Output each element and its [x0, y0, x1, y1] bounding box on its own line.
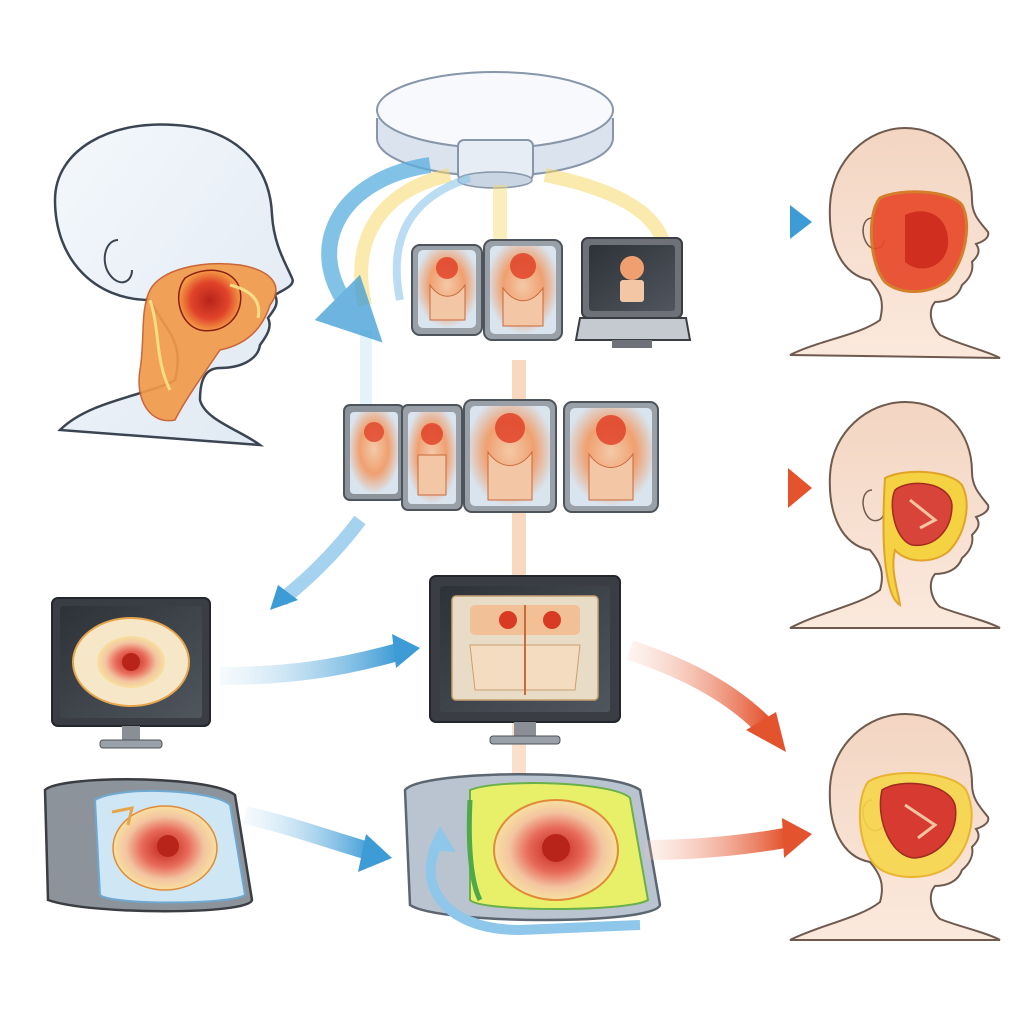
laptop-icon — [574, 237, 692, 348]
arrow-icon — [219, 634, 420, 685]
head-profile-icon — [53, 123, 294, 447]
ct-slice-panel-icon — [483, 239, 563, 341]
ct-slice-panel-icon — [563, 401, 659, 513]
arrow-icon — [626, 640, 786, 752]
monitor-icon — [51, 597, 211, 749]
ct-slice-panel-icon — [463, 399, 557, 513]
ct-slice-panel-icon — [411, 244, 483, 336]
treated-head-icon — [789, 712, 1001, 941]
arrow-icon — [644, 818, 812, 860]
arrow-icon — [735, 205, 812, 239]
ct-slice-panel-icon — [343, 404, 405, 501]
immobilization-mask-icon — [403, 773, 662, 936]
arrow-icon — [243, 806, 392, 872]
ct-slice-panel-icon — [401, 404, 463, 511]
arrow-icon — [270, 515, 366, 610]
treated-head-icon — [789, 400, 1001, 629]
immobilization-mask-icon — [43, 778, 254, 913]
radiation-gantry-icon — [376, 71, 614, 189]
monitor-icon — [429, 575, 621, 745]
treated-head-icon — [789, 126, 1001, 359]
arrow-icon — [690, 468, 812, 508]
